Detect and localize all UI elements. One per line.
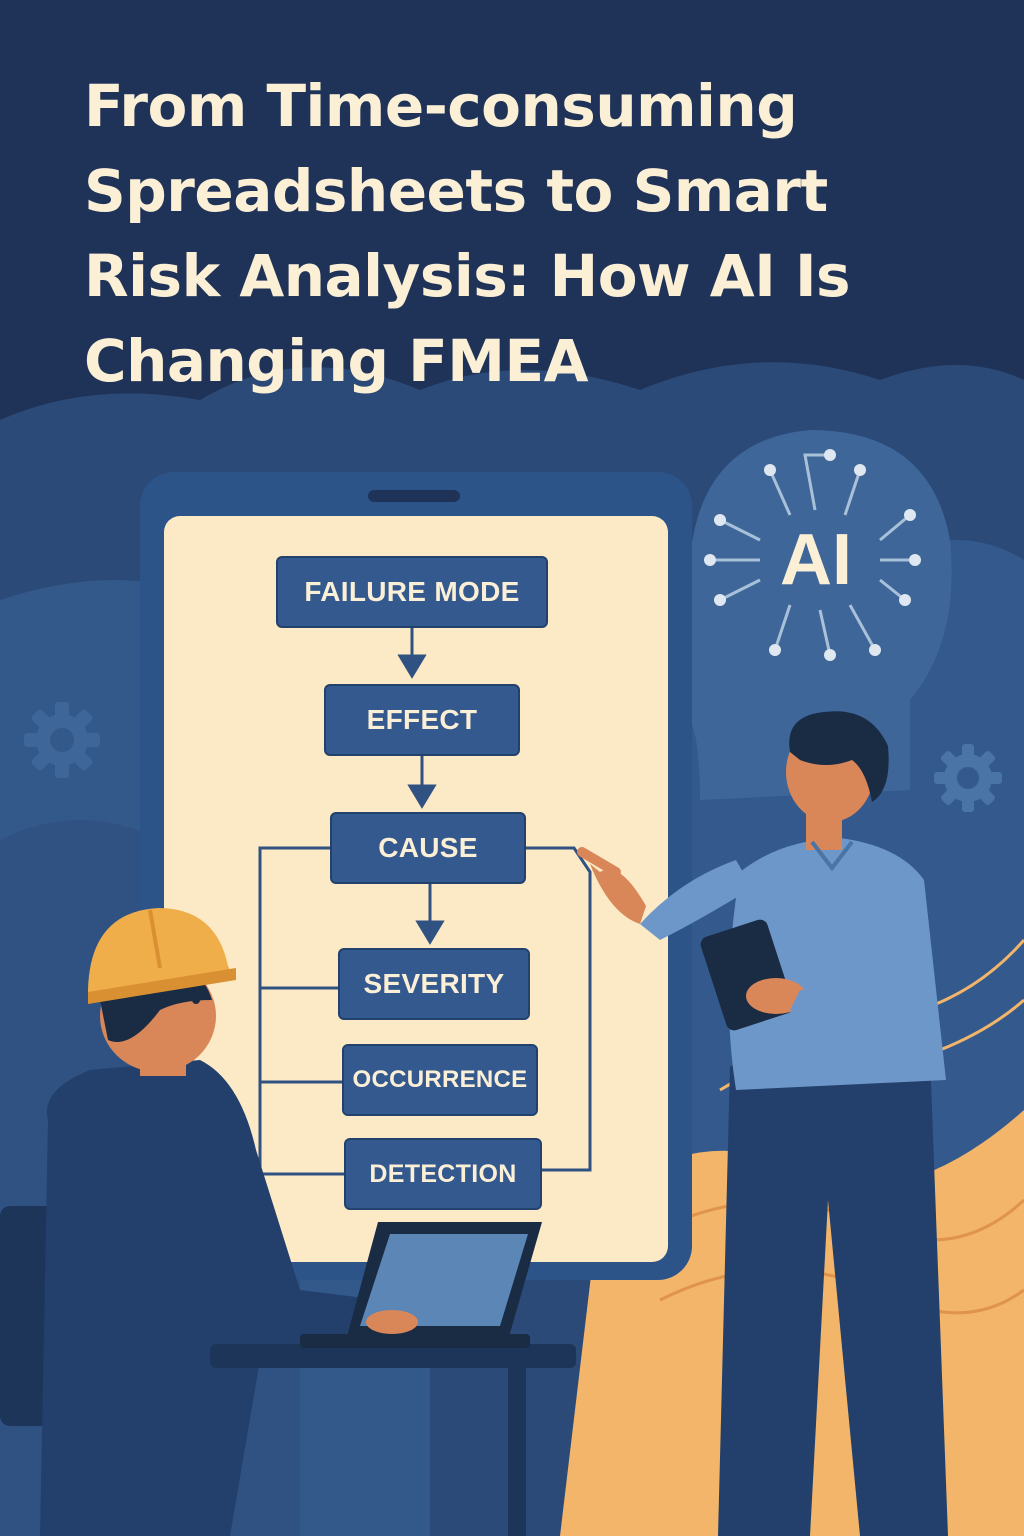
laptop-icon [300,1222,542,1348]
flowchart-box-detection: DETECTION [344,1138,542,1210]
title-line: Changing FMEA [84,327,589,395]
flowchart-box-failure-mode: FAILURE MODE [276,556,548,628]
flowchart-box-effect: EFFECT [324,684,520,756]
desk [210,1344,576,1536]
gear-icon [24,702,100,778]
title-line: From Time-consuming [84,72,798,140]
ai-label: AI [780,520,852,600]
title-line: Spreadsheets to Smart [84,157,828,225]
flowchart-connectors [258,628,592,1176]
page-title: From Time-consuming Spreadsheets to Smar… [84,64,984,404]
hard-hat-icon [88,908,236,1004]
flowchart-box-occurrence: OCCURRENCE [342,1044,538,1116]
circuit-node-dots [704,449,921,661]
title-line: Risk Analysis: How AI Is [84,242,851,310]
ai-head-icon [666,430,952,800]
gear-icon [934,744,1002,812]
tablet-icon [700,919,900,1040]
flowchart-box-cause: CAUSE [330,812,526,884]
flowchart-box-severity: SEVERITY [338,948,530,1020]
